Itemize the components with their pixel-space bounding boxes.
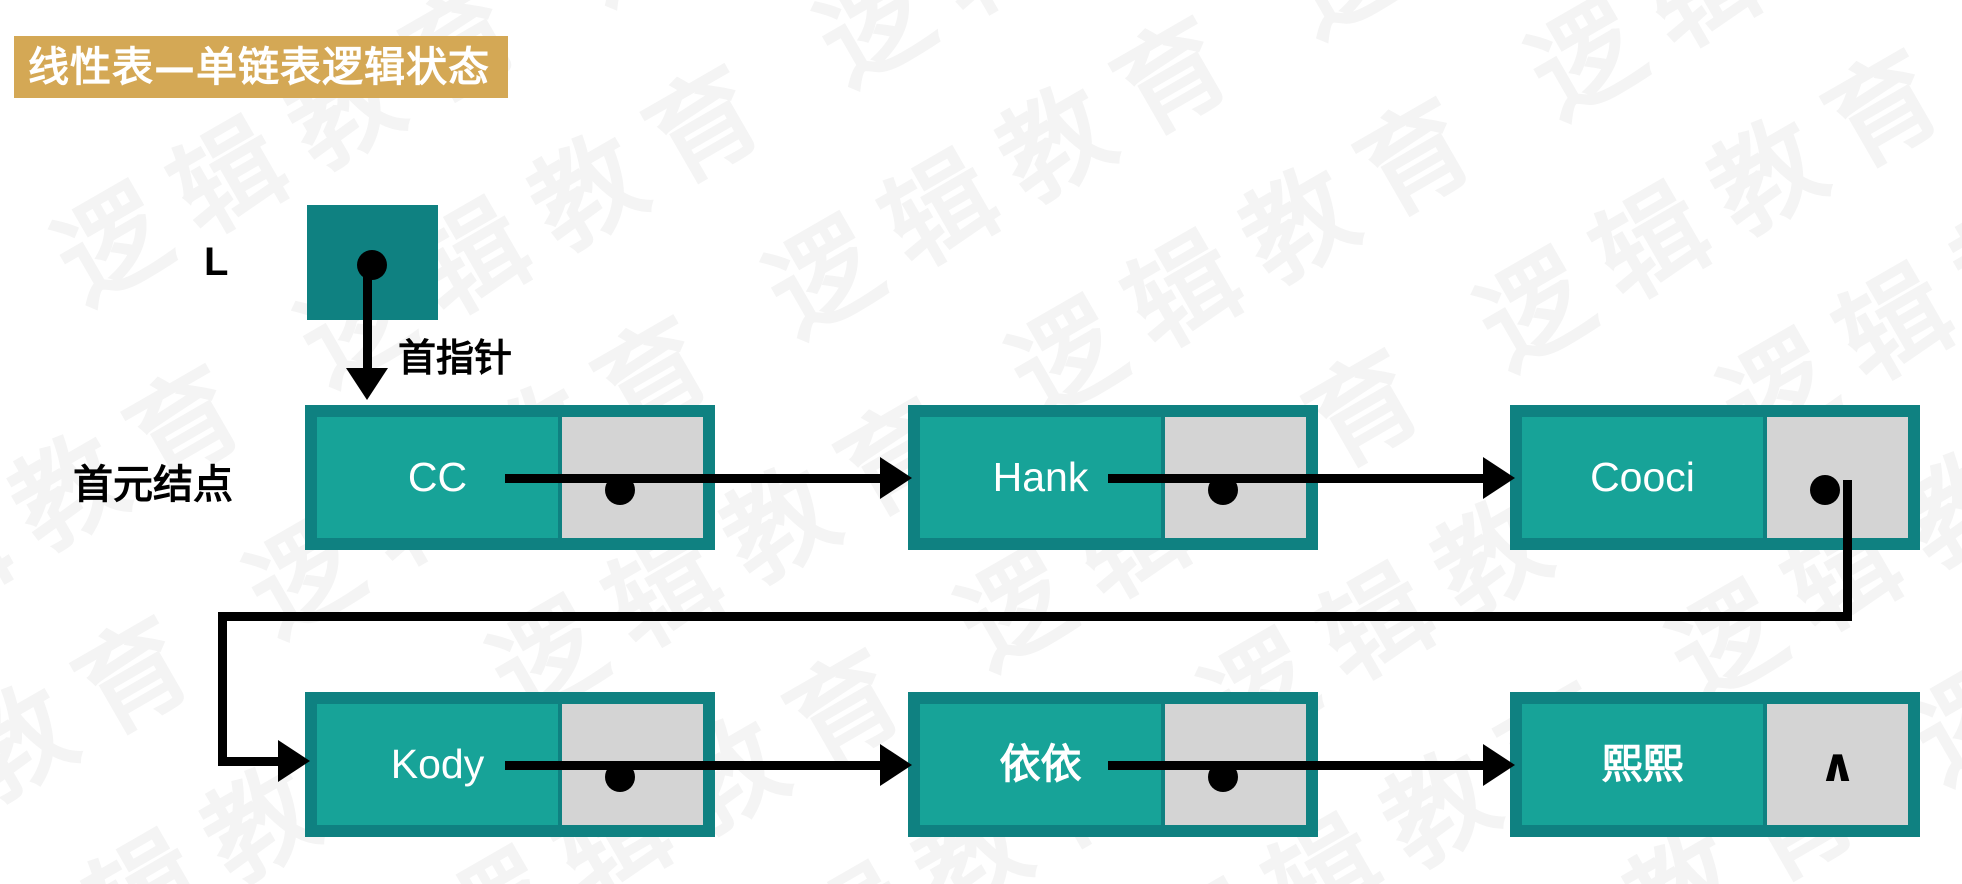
wrap-line-horizontal-top [218,612,1852,621]
head-pointer-annotation: 首指针 [398,336,513,380]
page-title: 线性表—单链表逻辑状态 [28,42,490,91]
link-arrowhead-cc-hank [880,457,912,499]
node-data-value: Kody [390,741,485,787]
node-data-cell: 熙熙 [1522,704,1763,825]
link-line-cc-hank [505,474,885,483]
node-data-value: 依依 [999,740,1082,788]
link-arrowhead-kody-yiyi [880,744,912,786]
null-pointer-symbol: ∧ [1818,737,1857,792]
pointer-dot [1810,475,1840,505]
head-pointer-arrowhead [346,368,388,400]
first-node-annotation: 首元结点 [73,462,233,508]
wrap-line-vertical-right [1843,480,1852,617]
head-pointer-link-line [363,275,372,370]
link-arrowhead-hank-cooci [1483,457,1515,499]
node-data-value: CC [407,454,468,500]
head-pointer-dot [357,250,387,280]
wrap-line-horizontal-bottom [218,757,283,766]
wrap-arrowhead-to-kody [278,740,310,782]
slide-title-banner: 线性表—单链表逻辑状态 [14,36,508,98]
node-pointer-cell [1767,417,1908,538]
node-data-value: 熙熙 [1601,740,1684,788]
head-pointer-box [307,205,438,320]
link-line-yiyi-xixi [1108,761,1488,770]
link-arrowhead-yiyi-xixi [1483,744,1515,786]
head-pointer-label: L [204,240,229,284]
list-node: 熙熙 ∧ [1510,692,1920,837]
link-line-kody-yiyi [505,761,885,770]
node-data-cell: Cooci [1522,417,1763,538]
list-node: Cooci [1510,405,1920,550]
node-pointer-cell-null: ∧ [1767,704,1908,825]
node-data-value: Hank [992,454,1089,500]
node-data-value: Cooci [1590,454,1695,500]
link-line-hank-cooci [1108,474,1488,483]
watermark-row: 逻辑教育 逻辑教育 逻辑教育 逻辑教育 逻辑教育 逻辑教育 逻辑教育 [0,0,1962,627]
wrap-line-vertical-left [218,612,227,762]
